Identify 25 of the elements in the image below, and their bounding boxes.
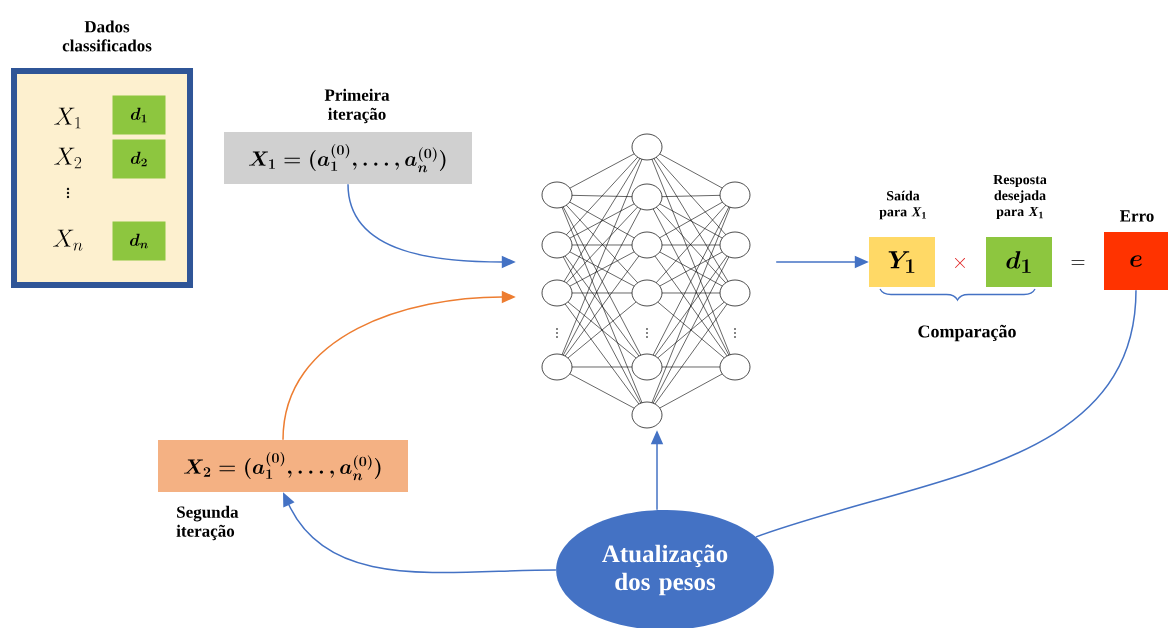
target-box: $\boldsymbol{d_1}$ — [986, 237, 1052, 287]
neural-network-drawing — [541, 133, 751, 429]
multiply-sign: $\times$ — [955, 258, 965, 268]
box-heading: Segunda iteração — [176, 505, 239, 541]
ellipsis-dots: $\vdots$ — [646, 328, 648, 338]
box-heading: Dados classificados — [62, 20, 152, 52]
comparison-label: Comparação — [918, 324, 1016, 342]
error-box: $\boldsymbol{e}$ — [1104, 232, 1168, 290]
output-box: $\boldsymbol{Y_1}$ — [869, 237, 935, 287]
box-heading: Erro — [1120, 210, 1154, 222]
box-heading: Primeira iteração — [324, 88, 390, 124]
box-heading: Saída para X$_{1}$ — [879, 190, 926, 220]
vector-box: $\boldsymbol{X_1 = (a_1^{(0)}, \dots, a_n^{(0)})}$ — [224, 132, 472, 184]
box-heading: Resposta desejada para X$_{1}$ — [993, 174, 1047, 220]
value-box: $\boldsymbol{d_1}$ — [112, 95, 166, 135]
variable-label: $X_n$ — [53, 229, 83, 251]
ellipsis-dots: $\vdots$ — [66, 187, 70, 199]
ellipsis-dots: $\vdots$ — [734, 328, 736, 338]
vector-box: $\boldsymbol{X_2 = (a_1^{(0)}, \dots, a_n^{(0)})}$ — [158, 440, 408, 492]
variable-label: $X_1$ — [54, 107, 81, 129]
value-box: $\boldsymbol{d_2}$ — [112, 139, 166, 179]
ellipsis-dots: $\vdots$ — [556, 328, 558, 338]
variable-label: $X_2$ — [54, 147, 82, 169]
equals-sign: $=$ — [1071, 260, 1085, 265]
value-box: $\boldsymbol{d_n}$ — [112, 221, 166, 261]
